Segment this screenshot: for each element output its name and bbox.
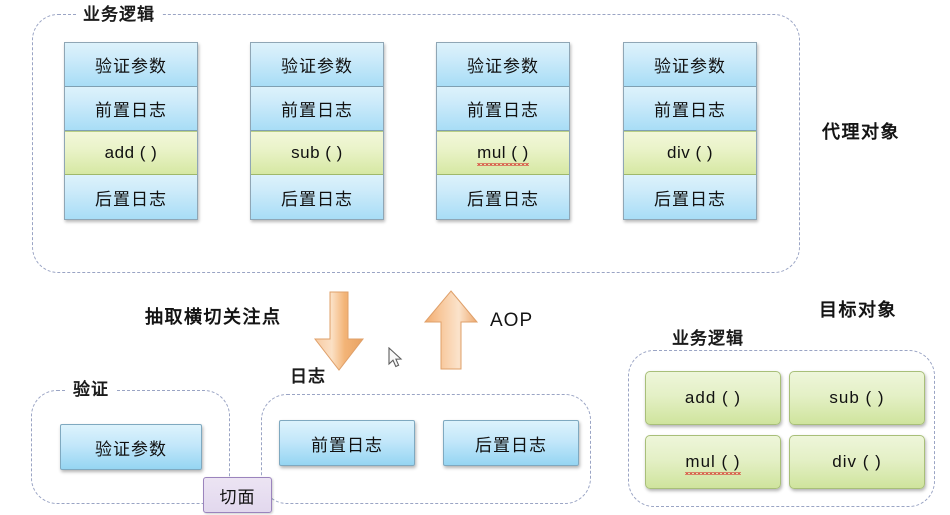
proxy-row-method: sub ( ) xyxy=(251,131,383,175)
proxy-row-before-log: 前置日志 xyxy=(65,87,197,131)
aop-label: AOP xyxy=(490,310,534,331)
proxy-card-add[interactable]: 验证参数 前置日志 add ( ) 后置日志 xyxy=(64,42,198,220)
after-log-chip[interactable]: 后置日志 xyxy=(443,420,579,466)
proxy-card-div[interactable]: 验证参数 前置日志 div ( ) 后置日志 xyxy=(623,42,757,220)
method-name-div: div ( ) xyxy=(832,452,882,471)
proxy-row-after-log: 后置日志 xyxy=(437,175,569,219)
method-name-sub: sub ( ) xyxy=(291,143,343,162)
target-group-label: 业务逻辑 xyxy=(665,330,751,347)
proxy-row-after-log: 后置日志 xyxy=(624,175,756,219)
proxy-row-before-log: 前置日志 xyxy=(437,87,569,131)
proxy-row-after-log: 后置日志 xyxy=(65,175,197,219)
proxy-card-sub[interactable]: 验证参数 前置日志 sub ( ) 后置日志 xyxy=(250,42,384,220)
proxy-row-validate: 验证参数 xyxy=(65,43,197,87)
method-name-add: add ( ) xyxy=(104,143,158,162)
proxy-row-validate: 验证参数 xyxy=(251,43,383,87)
proxy-row-method: mul ( ) xyxy=(437,131,569,175)
proxy-row-before-log: 前置日志 xyxy=(624,87,756,131)
proxy-object-label: 代理对象 xyxy=(822,122,900,142)
method-name-sub: sub ( ) xyxy=(829,388,885,407)
validate-aspect-group xyxy=(31,390,230,504)
mouse-cursor xyxy=(388,347,403,368)
target-business-logic-group xyxy=(628,350,935,507)
proxy-row-after-log: 后置日志 xyxy=(251,175,383,219)
up-arrow xyxy=(423,290,479,370)
proxy-row-method: div ( ) xyxy=(624,131,756,175)
target-object-label: 目标对象 xyxy=(819,300,897,320)
validate-group-label: 验证 xyxy=(66,381,116,398)
validate-param-chip[interactable]: 验证参数 xyxy=(60,424,202,470)
log-aspect-group xyxy=(261,394,591,504)
method-name-div: div ( ) xyxy=(667,143,713,162)
target-method-div[interactable]: div ( ) xyxy=(789,435,925,489)
proxy-business-logic-group xyxy=(32,14,800,273)
proxy-row-before-log: 前置日志 xyxy=(251,87,383,131)
proxy-group-label: 业务逻辑 xyxy=(76,6,162,23)
method-name-add: add ( ) xyxy=(684,388,742,407)
down-arrow xyxy=(313,291,365,371)
target-method-mul[interactable]: mul ( ) xyxy=(645,435,781,489)
log-group-label: 日志 xyxy=(283,368,333,385)
proxy-row-validate: 验证参数 xyxy=(437,43,569,87)
aspect-badge[interactable]: 切面 xyxy=(203,477,272,513)
proxy-row-method: add ( ) xyxy=(65,131,197,175)
method-name-mul: mul ( ) xyxy=(685,452,741,475)
before-log-chip[interactable]: 前置日志 xyxy=(279,420,415,466)
proxy-card-mul[interactable]: 验证参数 前置日志 mul ( ) 后置日志 xyxy=(436,42,570,220)
extract-concerns-label: 抽取横切关注点 xyxy=(145,307,282,327)
method-name-mul: mul ( ) xyxy=(477,143,529,166)
proxy-row-validate: 验证参数 xyxy=(624,43,756,87)
target-method-sub[interactable]: sub ( ) xyxy=(789,371,925,425)
target-method-add[interactable]: add ( ) xyxy=(645,371,781,425)
